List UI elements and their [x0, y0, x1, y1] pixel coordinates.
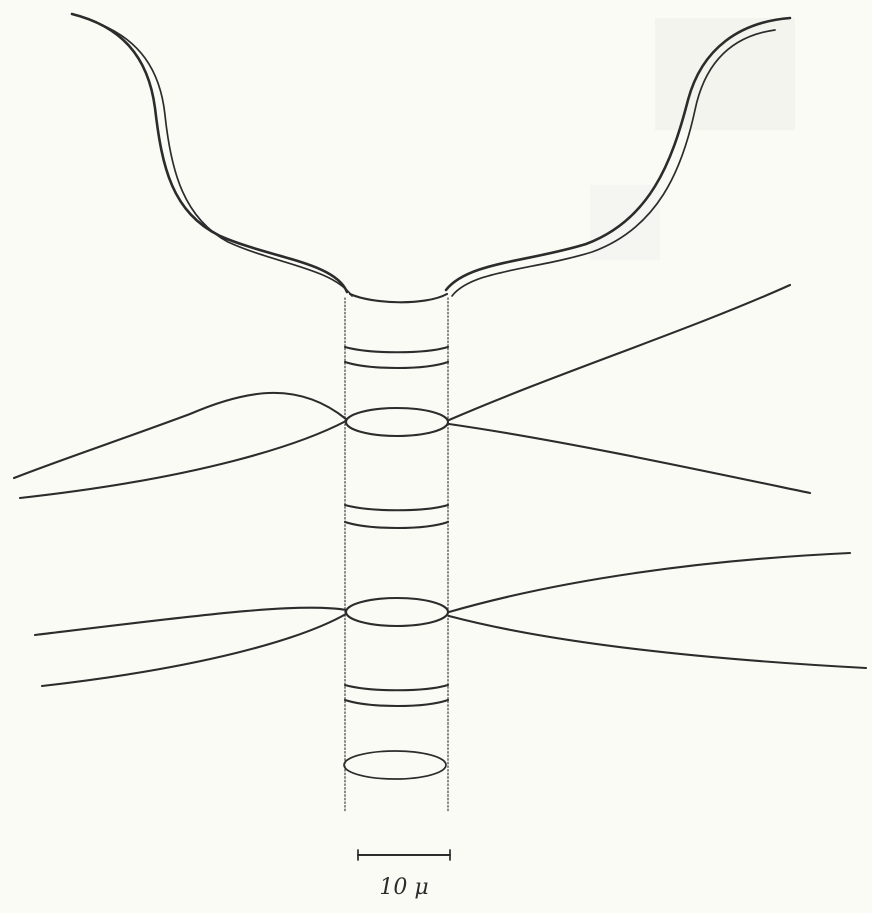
scale-bar-label: 10 μ	[379, 875, 428, 900]
paper-smudge	[655, 18, 795, 130]
